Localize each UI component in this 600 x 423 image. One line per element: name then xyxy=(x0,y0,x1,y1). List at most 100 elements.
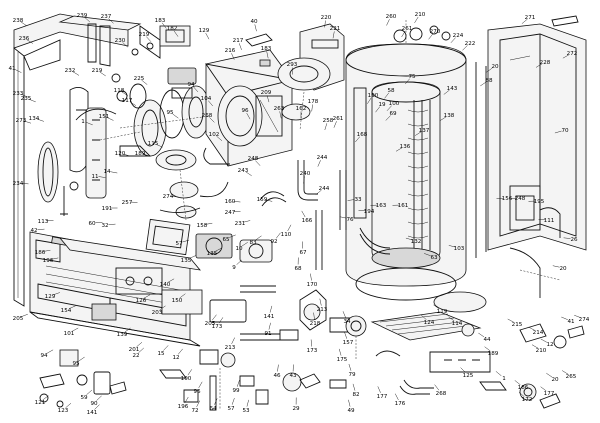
callout-label: 172 xyxy=(522,397,533,403)
callout-label: 177 xyxy=(377,394,388,400)
callout-leader xyxy=(287,224,292,232)
callout-leader xyxy=(124,327,131,333)
control-panel xyxy=(59,218,273,323)
callout-label: 182 xyxy=(167,26,178,32)
part-callout: 157 xyxy=(343,332,354,346)
callout-label: 141 xyxy=(87,410,98,416)
callout-leader xyxy=(173,30,179,37)
callout-label: 139 xyxy=(117,332,128,338)
part-callout: 215 xyxy=(507,318,523,328)
callout-label: 10 xyxy=(235,246,243,252)
callout-leader xyxy=(86,389,93,395)
callout-leader xyxy=(265,199,273,202)
part-callout: 32 xyxy=(101,223,116,229)
part-callout: 58 xyxy=(384,88,395,99)
callout-leader xyxy=(136,342,143,347)
callout-leader xyxy=(395,147,403,152)
callout-label: 104 xyxy=(201,96,212,102)
callout-leader xyxy=(420,314,427,320)
part-callout: 216 xyxy=(225,48,236,60)
part-callout: 110 xyxy=(281,224,292,238)
part-callout: 220 xyxy=(321,15,332,28)
callout-leader xyxy=(486,67,493,73)
callout-leader xyxy=(367,97,372,104)
callout-label: 103 xyxy=(454,246,465,252)
callout-leader xyxy=(344,332,348,339)
part-callout: 59 xyxy=(80,389,93,401)
callout-leader xyxy=(414,16,419,24)
callout-label: 176 xyxy=(395,401,406,407)
callout-label: 83 xyxy=(249,240,257,246)
part-callout: 100 xyxy=(181,369,192,382)
callout-label: 189 xyxy=(488,351,499,357)
callout-leader xyxy=(15,69,22,73)
callout-leader xyxy=(108,223,116,225)
part-callout: 201 xyxy=(129,342,143,353)
callout-leader xyxy=(143,153,150,157)
callout-leader xyxy=(178,348,183,355)
callout-leader xyxy=(72,71,80,76)
callout-leader xyxy=(69,305,76,309)
callout-label: 120 xyxy=(115,151,126,157)
callout-leader xyxy=(507,318,515,323)
part-callout: 176 xyxy=(395,393,406,407)
callout-label: 64 xyxy=(209,406,217,412)
callout-label: 72 xyxy=(191,408,198,414)
callout-label: 22 xyxy=(132,353,139,359)
part-callout: 1 xyxy=(81,119,93,126)
part-callout: 121 xyxy=(35,395,49,406)
callout-leader xyxy=(94,404,100,410)
callout-label: 137 xyxy=(419,128,430,134)
part-callout: 95 xyxy=(72,356,85,367)
callout-leader xyxy=(443,90,450,95)
part-callout: 178 xyxy=(308,99,319,112)
callout-leader xyxy=(540,338,548,343)
callout-label: 20 xyxy=(491,64,499,70)
part-callout: 263 xyxy=(274,106,285,119)
callout-label: 238 xyxy=(13,18,24,24)
callout-leader xyxy=(51,257,59,260)
part-callout: 156 xyxy=(496,196,513,202)
callout-leader xyxy=(518,392,525,397)
callout-leader xyxy=(37,118,44,122)
part-callout: 1 xyxy=(495,371,506,382)
callout-label: 26 xyxy=(570,237,578,243)
part-callout: 117 xyxy=(122,98,137,106)
callout-leader xyxy=(269,305,273,313)
part-callout: 219 xyxy=(139,32,152,42)
part-callout: 91 xyxy=(264,322,272,337)
callout-leader xyxy=(450,37,456,43)
part-callout: 82 xyxy=(352,383,360,398)
callout-label: 235 xyxy=(21,96,32,102)
callout-leader xyxy=(301,210,306,218)
callout-leader xyxy=(84,17,91,23)
callout-leader xyxy=(229,234,236,238)
part-callout: 14 xyxy=(103,169,118,175)
callout-label: 268 xyxy=(202,113,213,119)
part-callout: 137 xyxy=(414,128,430,136)
callout-leader xyxy=(347,199,355,201)
callout-label: 46 xyxy=(273,373,281,379)
part-callout: 41 xyxy=(8,66,22,73)
callout-label: 234 xyxy=(13,181,24,187)
callout-label: 49 xyxy=(347,408,355,414)
callout-leader xyxy=(574,314,581,318)
callout-leader xyxy=(143,294,151,299)
callout-label: 20 xyxy=(559,266,567,272)
callout-leader xyxy=(333,121,337,128)
callout-leader xyxy=(484,346,491,352)
callout-label: 219 xyxy=(92,68,103,74)
part-callout: 194 xyxy=(358,209,375,215)
callout-leader xyxy=(310,339,312,347)
part-callout: 160 xyxy=(225,199,241,205)
callout-label: 261 xyxy=(333,116,344,122)
part-callout: 12 xyxy=(172,348,183,361)
callout-label: 196 xyxy=(178,404,189,410)
callout-leader xyxy=(386,19,390,26)
callout-label: 205 xyxy=(205,321,216,327)
callout-leader xyxy=(182,239,190,243)
callout-leader xyxy=(428,33,434,40)
part-callout: 213 xyxy=(317,298,328,313)
part-callout: 240 xyxy=(300,171,311,184)
